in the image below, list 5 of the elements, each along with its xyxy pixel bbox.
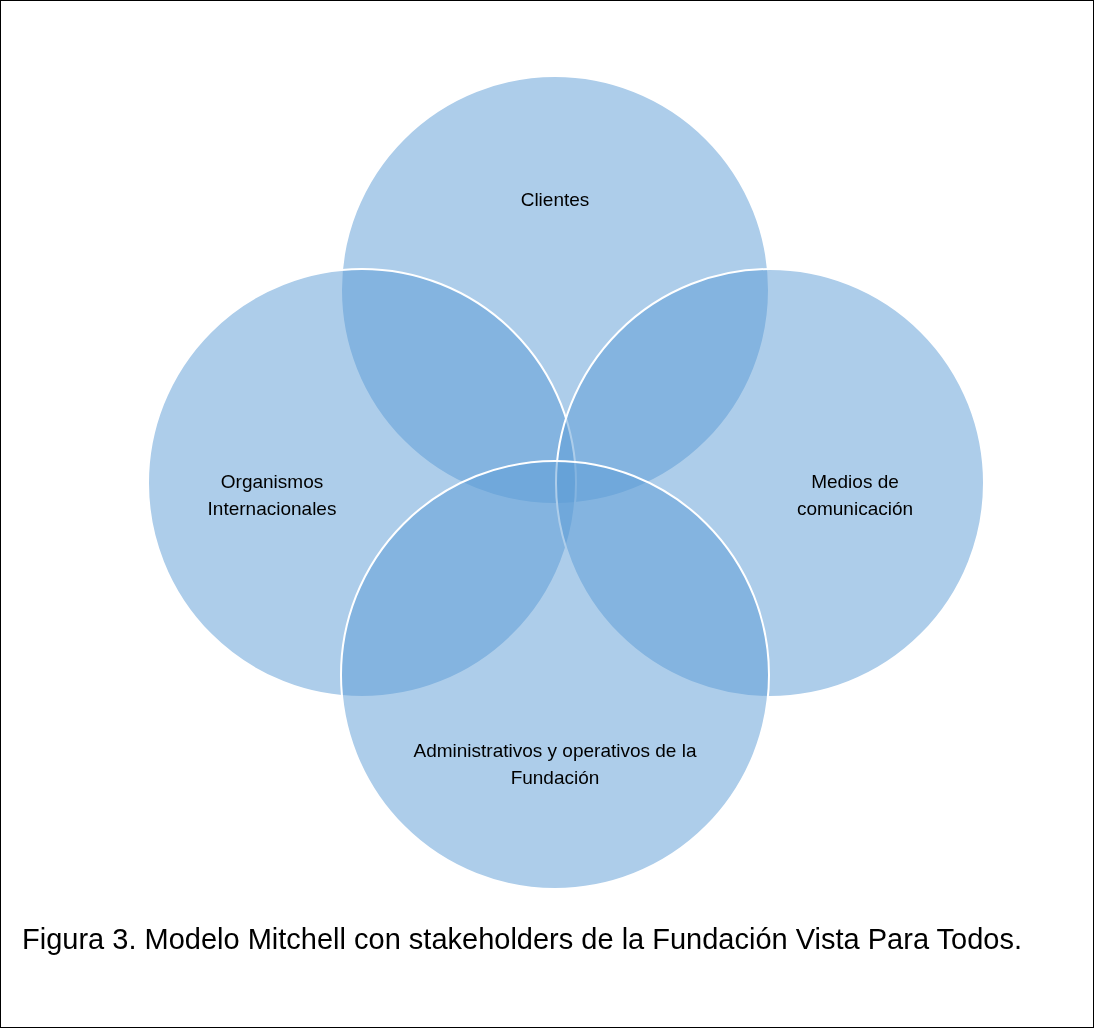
figure-caption: Figura 3. Modelo Mitchell con stakeholders de la Fundación Vista Para Todos. [22, 922, 1023, 957]
circle-label: Medios de comunicación [795, 470, 915, 521]
circle-label: Administrativos y operativos de la Fundación [412, 739, 698, 790]
circle-label: Organismos Internacionales [206, 470, 338, 521]
circle-label: Clientes [519, 188, 591, 212]
